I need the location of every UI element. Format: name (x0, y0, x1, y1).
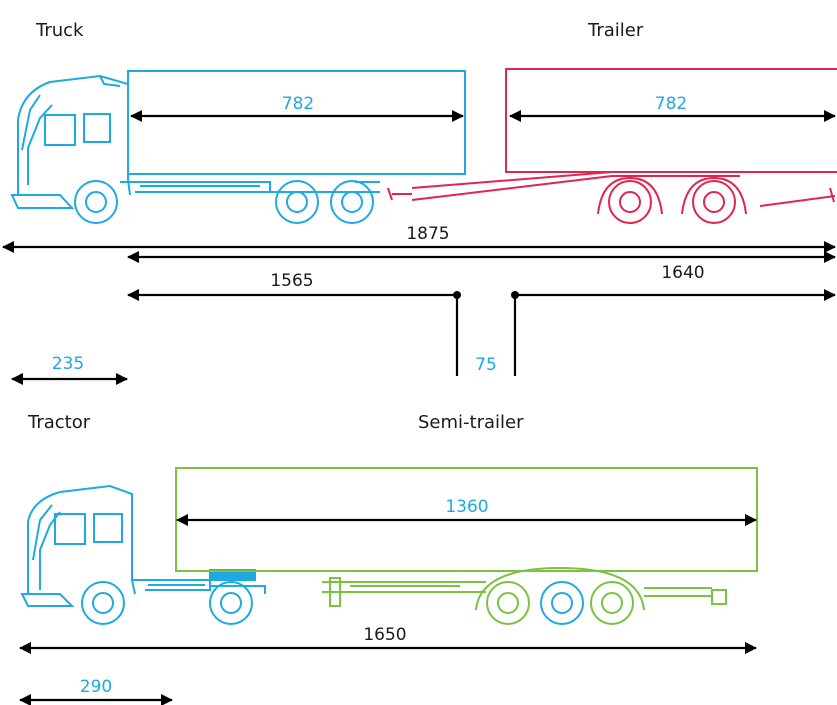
truck-wheels (74, 180, 374, 224)
gap-left-dot (453, 291, 461, 299)
truck-body-length: 782 (282, 94, 314, 114)
truck-drawing (10, 70, 466, 224)
road-train-1565-length: 1565 (270, 271, 313, 291)
tractor-cab (20, 484, 136, 607)
truck-cargo-box (127, 70, 466, 175)
trailer-wheels (608, 180, 736, 224)
gap-right-dot (511, 291, 519, 299)
trailer-drawbar (387, 171, 836, 207)
semi-trailer-wheel-arch (475, 566, 645, 611)
trailer-label: Trailer (587, 20, 644, 41)
trailer-wheel-arches (597, 176, 747, 215)
truck-cab-length: 235 (52, 354, 84, 374)
trailer-cargo-box (505, 68, 837, 173)
semi-trailer-lift-axle-wheel (540, 581, 584, 625)
tractor-chassis (132, 579, 266, 594)
tractor-cab-length: 290 (80, 677, 112, 697)
tractor-label: Tractor (27, 412, 91, 433)
trailer-drawing (387, 68, 837, 224)
truck-label: Truck (35, 20, 84, 41)
truck-chassis (120, 181, 380, 193)
trailer-body-length: 782 (655, 94, 687, 114)
gap-length: 75 (475, 355, 497, 375)
tractor-wheels (81, 581, 253, 625)
semi-trailer-label: Semi-trailer (418, 412, 524, 433)
articulated-total-length: 1650 (363, 625, 406, 645)
tractor-drawing (20, 484, 266, 625)
semi-body-length: 1360 (445, 497, 488, 517)
semi-trailer-drawing (175, 467, 758, 625)
truck-cab (10, 74, 131, 209)
road-train-total-length: 1875 (406, 224, 449, 244)
road-train-1640-length: 1640 (661, 263, 704, 283)
semi-trailer-chassis (322, 577, 727, 607)
semi-trailer-wheels (486, 581, 634, 625)
